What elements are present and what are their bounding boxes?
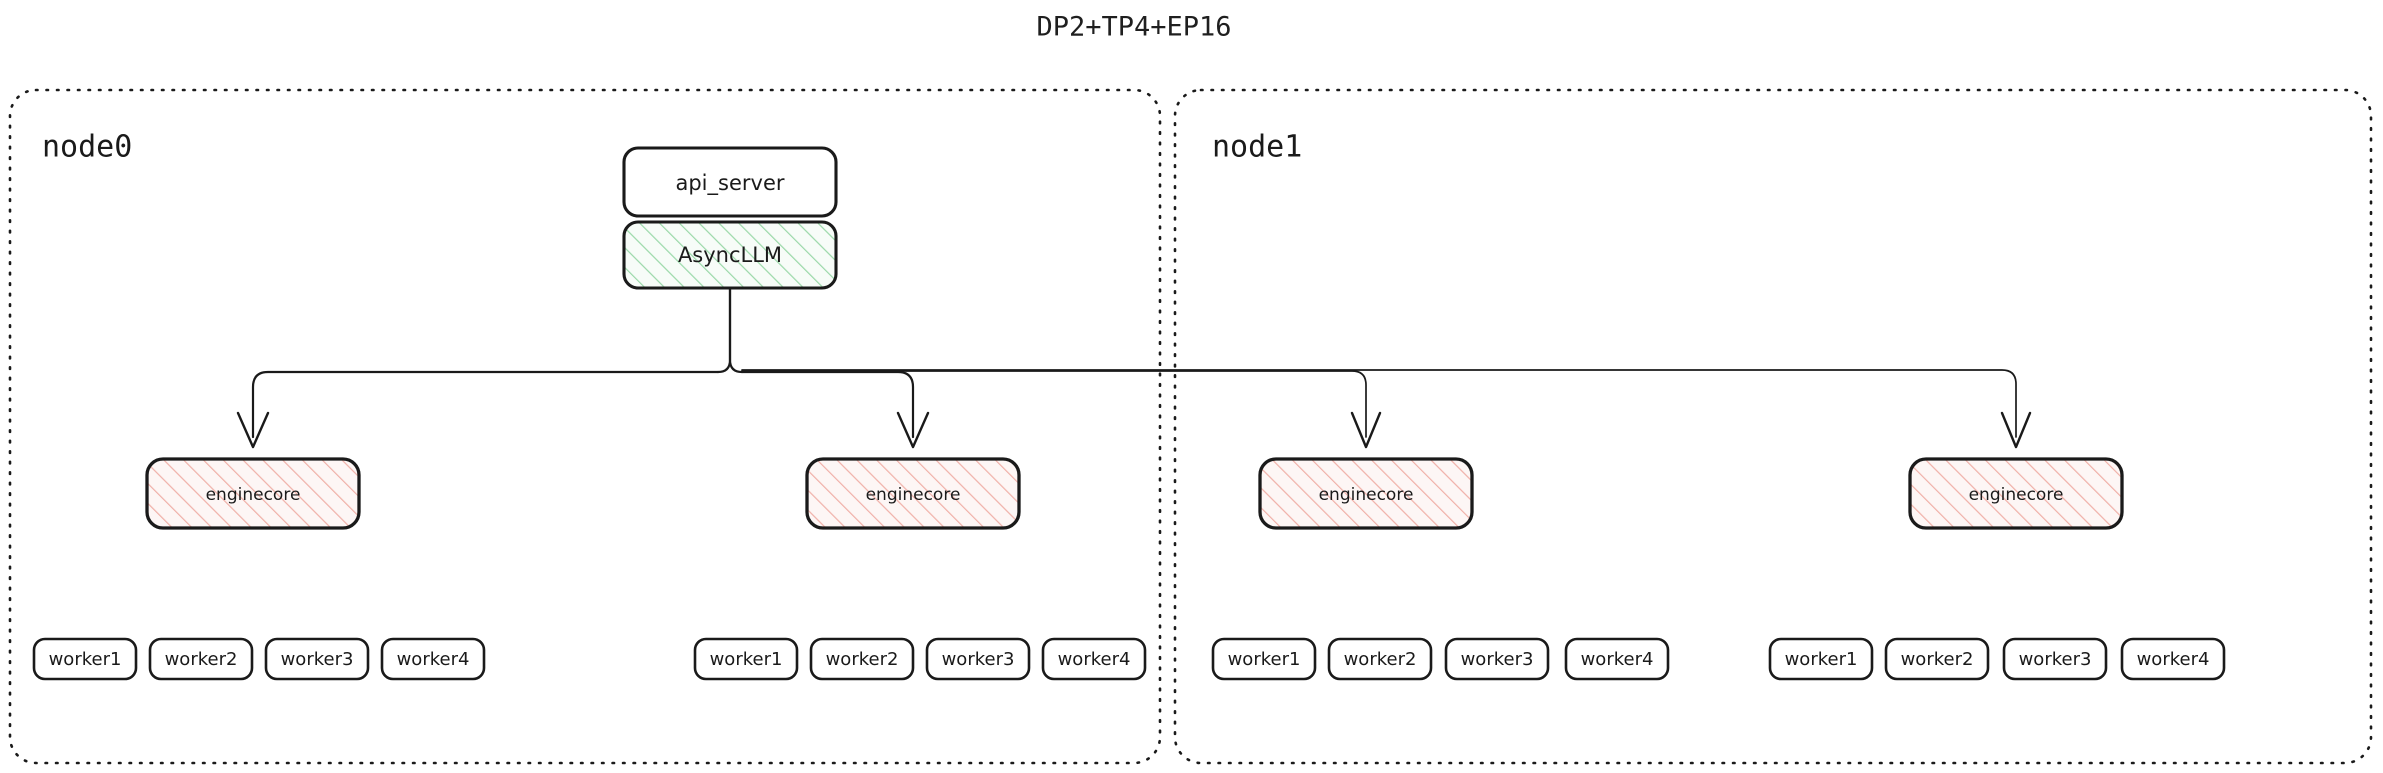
worker-label-node0-g0-w3: worker4 xyxy=(397,649,470,670)
node-label-node0: node0 xyxy=(42,130,132,165)
arrowhead-node0-enginecore-1 xyxy=(896,411,930,449)
worker-box-node0-g0-w0[interactable] xyxy=(32,637,138,681)
worker-label-node1-g1-w1: worker2 xyxy=(1901,649,1974,670)
asyncllm-box[interactable] xyxy=(622,220,838,290)
page-title: DP2+TP4+EP16 xyxy=(1036,12,1231,43)
api-server-label: api_server xyxy=(675,171,784,196)
node-container-node0 xyxy=(8,88,1162,765)
worker-box-node0-g0-w3[interactable] xyxy=(380,637,486,681)
enginecore-label-node1-0: enginecore xyxy=(1319,485,1414,505)
worker-box-node1-g0-w0[interactable] xyxy=(1211,637,1317,681)
enginecore-box-node1-1[interactable] xyxy=(1908,457,2124,530)
enginecore-label-node0-1: enginecore xyxy=(866,485,961,505)
worker-box-node0-g0-w1[interactable] xyxy=(148,637,254,681)
arrowhead-node1-enginecore-1 xyxy=(2000,411,2032,449)
enginecore-label-node0-0: enginecore xyxy=(206,485,301,505)
arrowhead-node0-enginecore-0 xyxy=(236,411,270,449)
node-label-node1: node1 xyxy=(1212,130,1302,165)
worker-box-node1-g0-w1[interactable] xyxy=(1327,637,1433,681)
connector-to-node0-enginecore-0 xyxy=(251,370,720,439)
worker-box-node0-g1-w0[interactable] xyxy=(693,637,799,681)
worker-label-node0-g1-w3: worker4 xyxy=(1058,649,1131,670)
worker-box-node1-g1-w0[interactable] xyxy=(1768,637,1874,681)
worker-box-node1-g0-w3[interactable] xyxy=(1564,637,1670,681)
api-server-box[interactable] xyxy=(622,146,838,218)
worker-label-node0-g1-w2: worker3 xyxy=(942,649,1015,670)
asyncllm-label: AsyncLLM xyxy=(678,243,782,267)
enginecore-box-node0-0[interactable] xyxy=(145,457,361,530)
worker-box-node0-g1-w2[interactable] xyxy=(925,637,1031,681)
connector-to-node1-enginecore-0 xyxy=(741,370,1367,438)
worker-label-node0-g0-w0: worker1 xyxy=(49,649,122,670)
node-container-node1 xyxy=(1173,88,2373,765)
enginecore-box-node1-0[interactable] xyxy=(1258,457,1474,530)
worker-box-node1-g0-w2[interactable] xyxy=(1444,637,1550,681)
worker-label-node1-g0-w3: worker4 xyxy=(1581,649,1654,670)
worker-label-node0-g0-w1: worker2 xyxy=(165,649,238,670)
worker-box-node0-g0-w2[interactable] xyxy=(264,637,370,681)
connector-to-node0-enginecore-1 xyxy=(740,370,915,439)
worker-box-node1-g1-w3[interactable] xyxy=(2120,637,2226,681)
worker-label-node1-g1-w2: worker3 xyxy=(2019,649,2092,670)
enginecore-label-node1-1: enginecore xyxy=(1969,485,2064,505)
enginecore-box-node0-1[interactable] xyxy=(805,457,1021,530)
connector-trunk-right xyxy=(728,286,744,374)
worker-box-node0-g1-w3[interactable] xyxy=(1041,637,1147,681)
worker-box-node1-g1-w1[interactable] xyxy=(1884,637,1990,681)
worker-label-node1-g1-w0: worker1 xyxy=(1785,649,1858,670)
worker-label-node1-g0-w1: worker2 xyxy=(1344,649,1417,670)
worker-label-node1-g0-w0: worker1 xyxy=(1228,649,1301,670)
arrowhead-node1-enginecore-0 xyxy=(1350,411,1382,449)
worker-box-node1-g1-w2[interactable] xyxy=(2002,637,2108,681)
connector-to-node1-enginecore-1 xyxy=(741,369,2017,438)
worker-label-node0-g0-w2: worker3 xyxy=(281,649,354,670)
worker-label-node1-g1-w3: worker4 xyxy=(2137,649,2210,670)
worker-label-node1-g0-w2: worker3 xyxy=(1461,649,1534,670)
worker-label-node0-g1-w0: worker1 xyxy=(710,649,783,670)
connector-trunk-left xyxy=(716,286,732,374)
worker-label-node0-g1-w1: worker2 xyxy=(826,649,899,670)
worker-box-node0-g1-w1[interactable] xyxy=(809,637,915,681)
